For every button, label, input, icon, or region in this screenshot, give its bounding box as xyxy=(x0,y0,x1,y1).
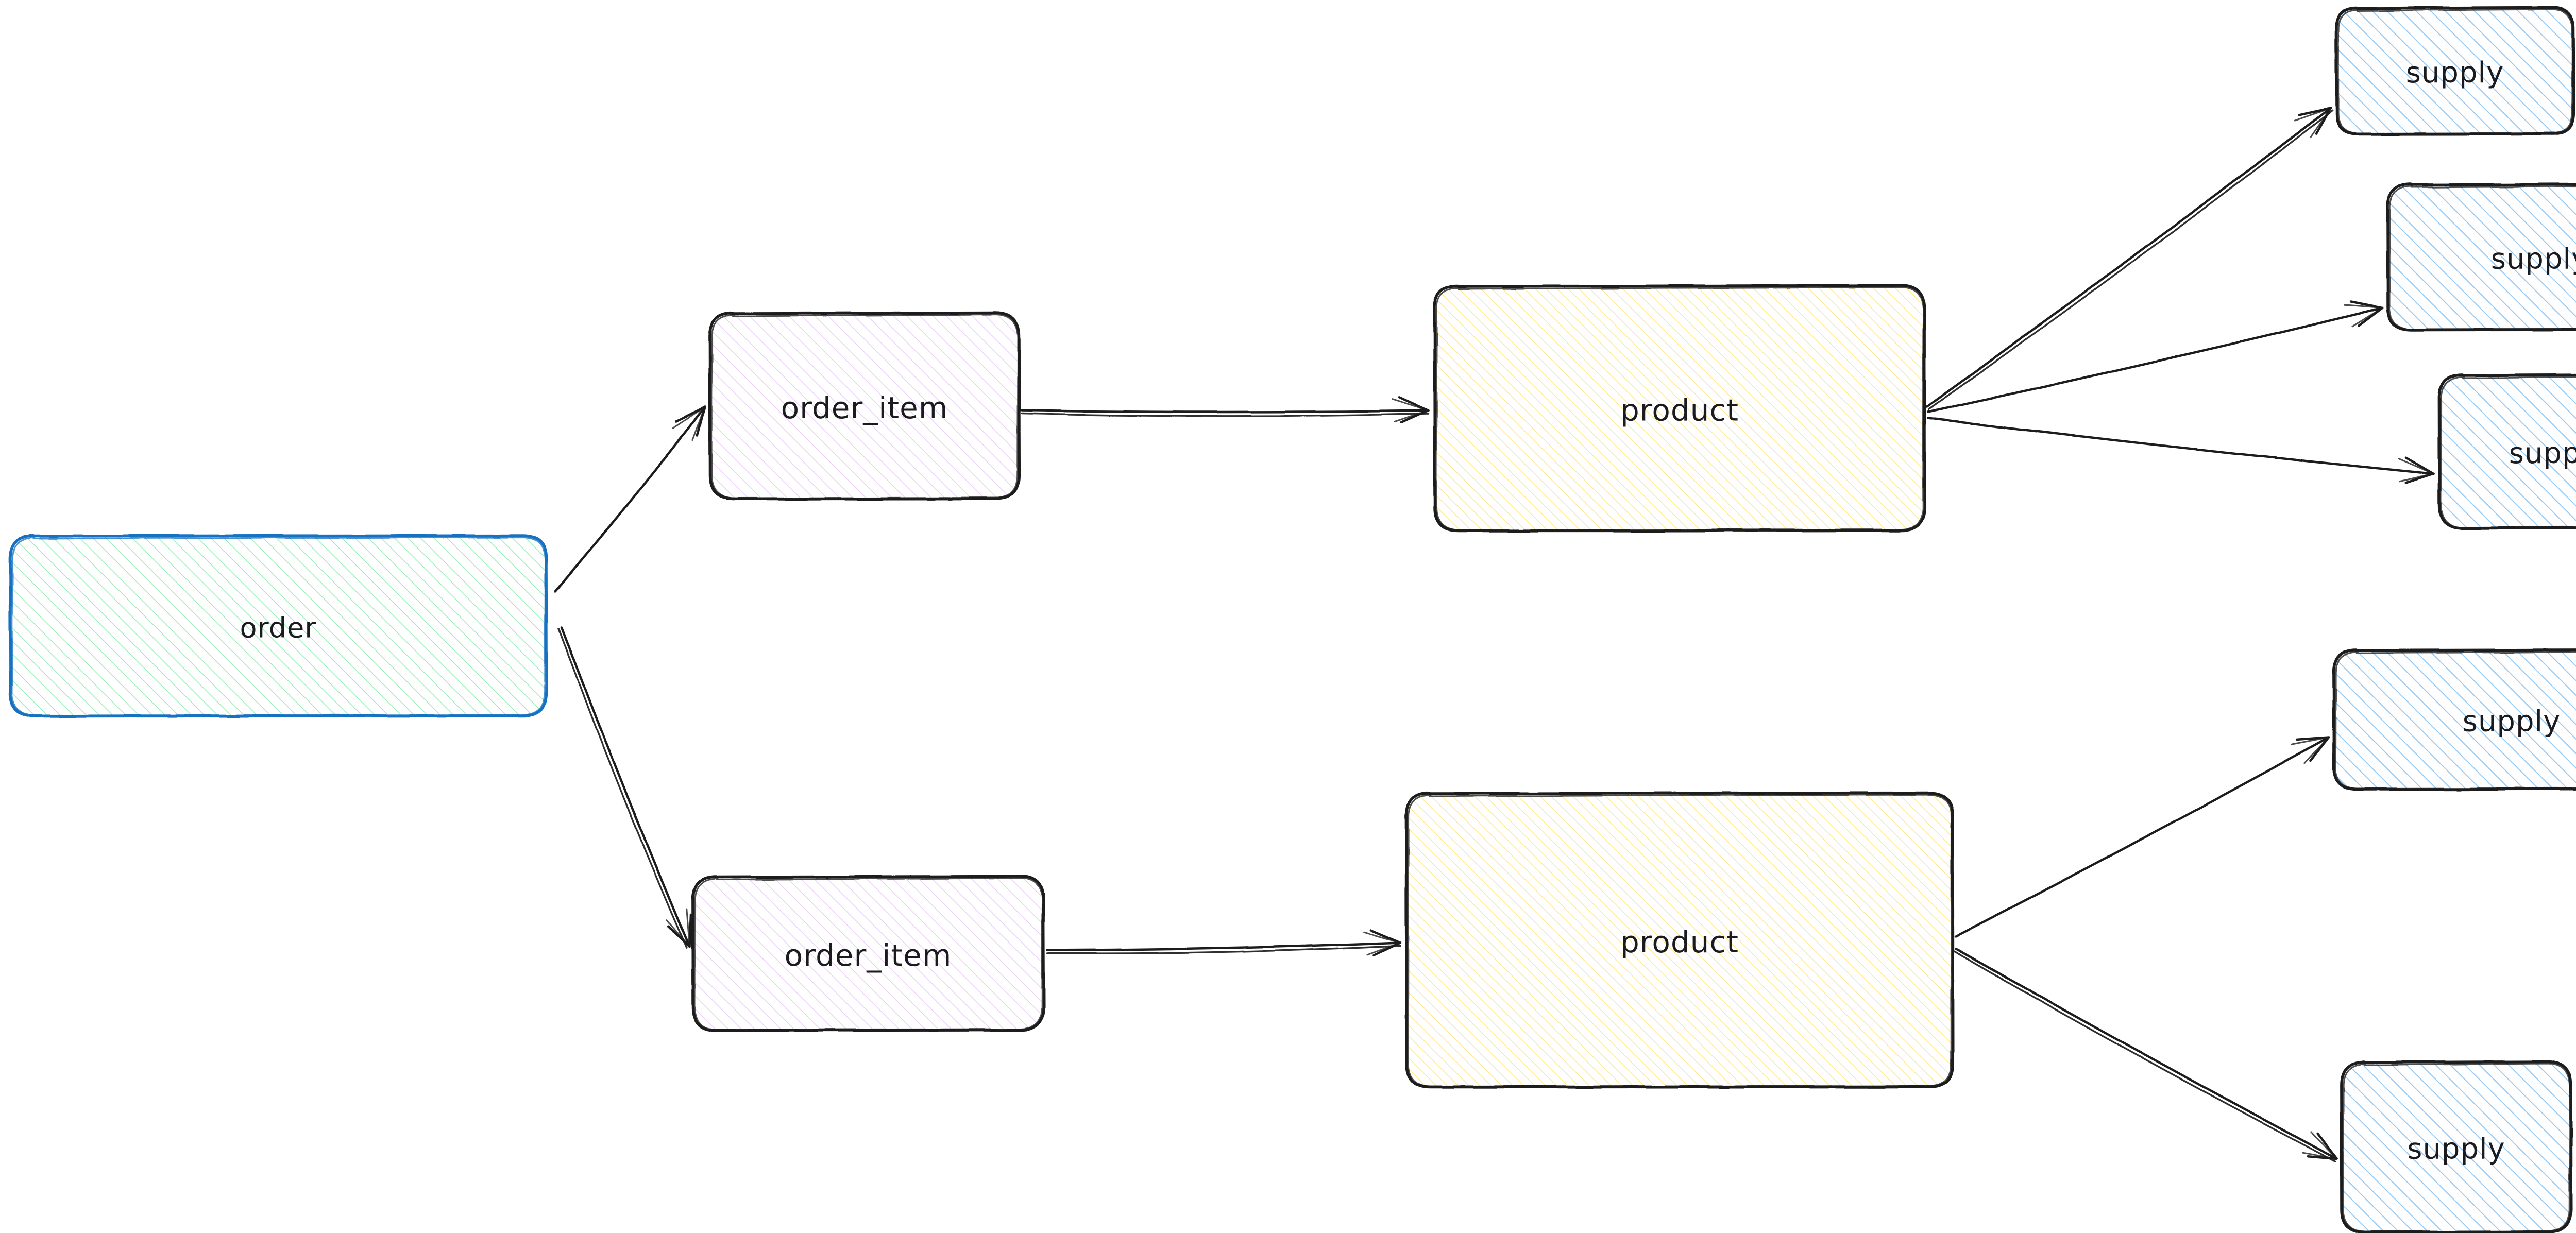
arrowhead-stroke xyxy=(1366,941,1401,955)
arrowhead-stroke xyxy=(666,919,690,948)
arrowhead-stroke xyxy=(1363,931,1401,944)
node-product[interactable]: product xyxy=(1404,791,1955,1089)
edge-layer xyxy=(554,107,2435,1162)
node-hatch-fill xyxy=(1435,286,1924,530)
node-outline-second-pass xyxy=(2337,8,2573,134)
node-label: order_item xyxy=(781,390,948,425)
node-order_item[interactable]: order_item xyxy=(691,875,1045,1032)
node-hatch-fill xyxy=(2334,650,2576,789)
node-label: product xyxy=(1620,924,1739,960)
node-outline xyxy=(2386,183,2576,332)
node-outline-second-pass xyxy=(710,314,1019,499)
arrowhead-stroke xyxy=(2310,1131,2338,1160)
arrowhead-stroke xyxy=(1391,398,1429,412)
edge-arrow[interactable] xyxy=(1021,396,1430,424)
arrowhead-stroke xyxy=(691,406,706,441)
node-hatch-fill xyxy=(2342,1062,2571,1232)
edge-arrow[interactable] xyxy=(557,626,692,949)
edge-arrow[interactable] xyxy=(1926,417,2435,484)
edge-line xyxy=(1926,306,2384,414)
node-supply[interactable]: supply xyxy=(2340,1060,2573,1233)
node-outline-second-pass xyxy=(2440,376,2576,528)
node-outline xyxy=(8,534,548,718)
node-outline-second-pass xyxy=(693,877,1043,1031)
arrowhead-stroke xyxy=(2301,1152,2338,1160)
node-hatch-fill xyxy=(1406,793,1953,1087)
edge-line xyxy=(1954,947,2338,1160)
node-outline xyxy=(2340,1060,2573,1233)
node-outline-second-pass xyxy=(11,536,546,716)
node-outline-second-pass xyxy=(1435,286,1924,531)
node-outline xyxy=(708,311,1021,501)
arrowhead-stroke xyxy=(2351,307,2383,328)
node-hatch-fill xyxy=(693,877,1043,1030)
arrowhead-stroke xyxy=(672,406,706,429)
node-supply[interactable]: supply xyxy=(2334,6,2575,136)
arrowhead-stroke xyxy=(2344,304,2383,309)
node-label: supply xyxy=(2407,1133,2505,1166)
node-label: supply xyxy=(2509,437,2576,470)
arrowhead-stroke xyxy=(2291,737,2330,746)
edge-line xyxy=(560,626,691,948)
node-outline-second-pass xyxy=(2334,651,2576,790)
node-outline-second-pass xyxy=(2342,1063,2571,1232)
node-hatch-fill xyxy=(2336,8,2573,134)
node-hatch-fill xyxy=(2388,184,2576,330)
node-supply[interactable]: supply xyxy=(2386,183,2576,332)
node-hatch-fill xyxy=(2439,375,2576,528)
edge-line-second-pass xyxy=(1953,950,2336,1162)
node-order[interactable]: order xyxy=(8,534,548,718)
edge-arrow[interactable] xyxy=(554,405,706,593)
edge-line-second-pass xyxy=(1021,413,1429,417)
edge-line xyxy=(1926,417,2435,475)
node-outline xyxy=(2334,6,2575,136)
node-outline xyxy=(691,875,1045,1032)
edge-line xyxy=(554,405,706,593)
node-supply[interactable]: supply xyxy=(2332,648,2576,791)
node-outline xyxy=(2437,373,2576,530)
edge-arrow[interactable] xyxy=(1045,929,1402,956)
node-product[interactable]: product xyxy=(1433,284,1926,533)
edge-line-second-pass xyxy=(1927,110,2334,410)
edge-line-second-pass xyxy=(557,627,688,949)
edge-line xyxy=(1045,941,1402,952)
node-label: supply xyxy=(2491,243,2576,276)
arrowhead-stroke xyxy=(1394,409,1429,423)
arrowhead-stroke xyxy=(2310,107,2332,138)
node-outline xyxy=(1404,791,1955,1089)
arrowhead-stroke xyxy=(2303,737,2330,764)
node-order_item[interactable]: order_item xyxy=(708,311,1021,501)
edge-arrow[interactable] xyxy=(1925,107,2334,410)
arrowhead-stroke xyxy=(685,908,690,948)
node-label: order_item xyxy=(785,938,952,973)
node-label: supply xyxy=(2463,705,2561,739)
arrowhead-stroke xyxy=(2294,107,2332,122)
node-label: order xyxy=(240,612,317,644)
edge-arrow[interactable] xyxy=(1954,736,2330,938)
edge-arrow[interactable] xyxy=(1926,300,2384,414)
edge-arrow[interactable] xyxy=(1953,947,2338,1162)
node-layer: orderorder_itemorder_itemproductproducts… xyxy=(8,6,2576,1233)
edge-line xyxy=(1021,409,1430,414)
arrowhead-stroke xyxy=(2398,458,2435,475)
node-outline xyxy=(1433,284,1926,533)
node-supply[interactable]: supply xyxy=(2437,373,2576,530)
edge-line-second-pass xyxy=(1046,945,1401,954)
node-outline-second-pass xyxy=(2388,185,2576,330)
node-label: supply xyxy=(2406,56,2504,90)
node-outline-second-pass xyxy=(1407,794,1953,1087)
node-hatch-fill xyxy=(710,313,1019,499)
edge-line xyxy=(1925,107,2332,408)
node-hatch-fill xyxy=(10,536,546,716)
node-label: product xyxy=(1620,393,1739,428)
arrowhead-stroke xyxy=(2398,473,2435,483)
node-outline xyxy=(2332,648,2576,791)
edge-line xyxy=(1954,736,2330,938)
